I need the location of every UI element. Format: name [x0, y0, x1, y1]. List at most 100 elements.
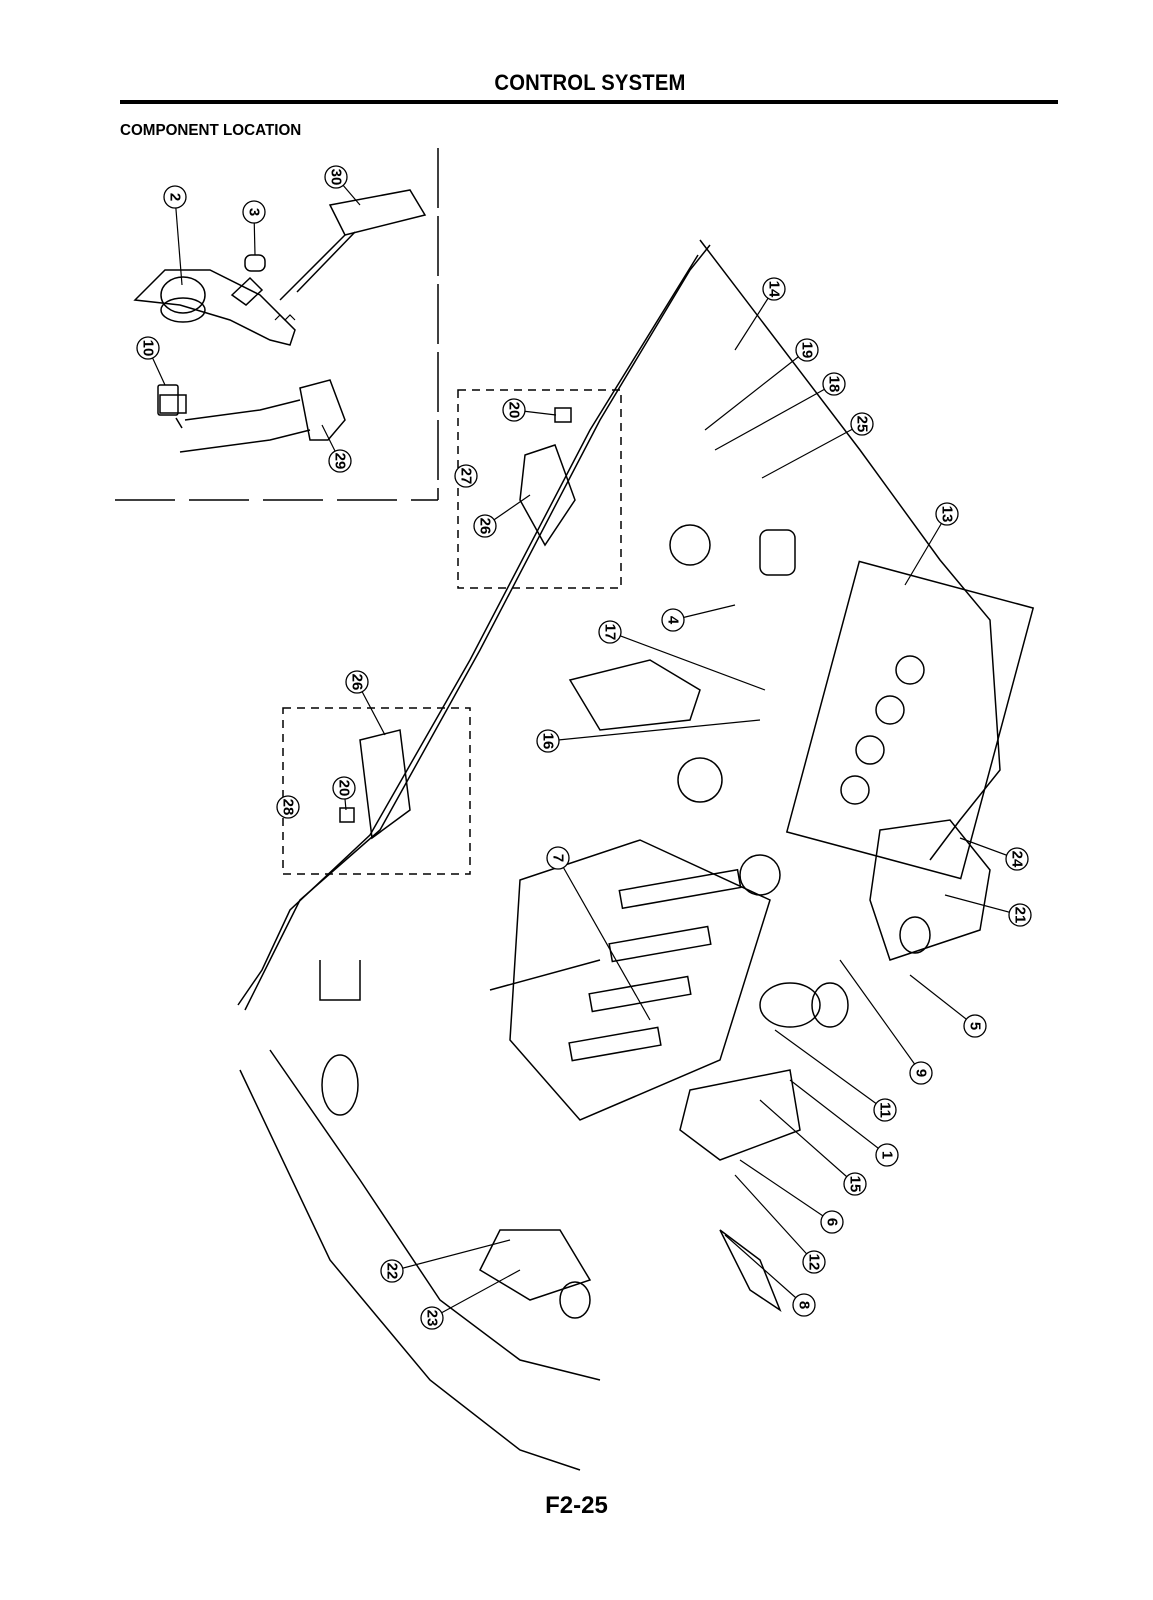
callout-6: 6	[739, 1159, 844, 1234]
callout-19: 19	[704, 338, 819, 431]
callout-10: 10	[136, 336, 166, 386]
callout-circle	[875, 1143, 899, 1167]
callout-number: 27	[458, 468, 475, 485]
callout-circle	[332, 776, 356, 800]
callout-29: 29	[321, 424, 352, 473]
callout-circle	[1005, 847, 1029, 871]
leader-line	[714, 383, 835, 451]
callout-number: 28	[280, 799, 297, 816]
callout-number: 20	[506, 402, 523, 419]
callout-circle	[935, 502, 959, 526]
callout-22: 22	[380, 1239, 511, 1283]
brake-pedal	[157, 379, 346, 453]
callout-number: 16	[540, 733, 557, 750]
callout-circle	[873, 1098, 897, 1122]
callout-23: 23	[420, 1269, 521, 1330]
callout-number: 25	[854, 416, 871, 433]
header-rule	[120, 100, 1058, 104]
leader-line	[774, 1029, 886, 1111]
callout-14: 14	[734, 277, 786, 351]
callout-circle	[820, 1210, 844, 1234]
callout-number: 8	[796, 1301, 813, 1309]
inset-28	[282, 707, 471, 875]
callout-number: 23	[424, 1310, 441, 1327]
callout-24: 24	[959, 837, 1029, 871]
callout-circle	[345, 670, 369, 694]
callout-number: 26	[349, 674, 366, 691]
callout-circle	[502, 398, 526, 422]
callout-number: 29	[332, 453, 349, 470]
callout-circle	[850, 412, 874, 436]
callout-30: 30	[324, 165, 361, 206]
callout-circle	[136, 336, 160, 360]
pedal-inset	[115, 148, 439, 501]
callout-number: 3	[246, 208, 263, 216]
leader-line	[909, 974, 976, 1027]
callout-circle	[242, 200, 266, 224]
callout-25: 25	[761, 412, 874, 479]
callout-12: 12	[734, 1174, 826, 1274]
callout-5: 5	[909, 974, 987, 1038]
callout-21: 21	[944, 894, 1032, 927]
callout-16: 16	[536, 719, 761, 753]
callout-3: 3	[242, 200, 266, 256]
callout-7: 7	[546, 846, 651, 1021]
callout-circle	[661, 608, 685, 632]
callout-20: 20	[332, 776, 356, 811]
callout-9: 9	[839, 959, 933, 1085]
callout-circle	[454, 464, 478, 488]
callout-number: 1	[879, 1151, 896, 1159]
callout-1: 1	[789, 1079, 899, 1167]
callout-circle	[324, 165, 348, 189]
callout-circle	[380, 1259, 404, 1283]
callout-number: 24	[1009, 851, 1026, 868]
callout-8: 8	[724, 1234, 816, 1317]
callout-circle	[843, 1172, 867, 1196]
callout-number: 22	[384, 1263, 401, 1280]
callout-11: 11	[774, 1029, 897, 1122]
accelerator-pedal	[133, 189, 427, 346]
callout-26: 26	[345, 670, 386, 736]
callout-circle	[163, 185, 187, 209]
callout-number: 11	[877, 1102, 894, 1118]
callout-number: 18	[826, 376, 843, 393]
leader-line	[704, 349, 808, 431]
callout-circle	[762, 277, 786, 301]
leader-line	[547, 719, 761, 742]
callout-circle	[598, 620, 622, 644]
leader-line	[734, 288, 775, 351]
leader-line	[839, 959, 922, 1074]
leader-line	[557, 857, 651, 1021]
leader-line	[739, 1159, 833, 1223]
callout-number: 30	[328, 169, 345, 186]
callout-number: 14	[766, 281, 783, 298]
leader-line	[174, 196, 183, 286]
callout-4: 4	[661, 604, 736, 632]
callout-circle	[909, 1061, 933, 1085]
callout-circle	[1008, 903, 1032, 927]
leader-line	[431, 1269, 521, 1319]
callout-number: 12	[806, 1254, 823, 1271]
callout-number: 6	[824, 1218, 841, 1226]
callout-number: 19	[799, 342, 816, 359]
leader-line	[789, 1079, 888, 1156]
callout-circle	[420, 1306, 444, 1330]
callout-number: 4	[665, 616, 682, 625]
callout-circle	[822, 372, 846, 396]
callout-number: 10	[140, 340, 157, 357]
callout-number: 5	[967, 1022, 984, 1030]
callout-number: 9	[913, 1069, 930, 1077]
callout-layer: 1234567891011121314151617181920202122232…	[136, 165, 1032, 1330]
page-number: F2-25	[545, 1492, 608, 1519]
callout-circle	[546, 846, 570, 870]
callout-13: 13	[904, 502, 959, 586]
callout-circle	[536, 729, 560, 753]
leader-line	[609, 631, 766, 691]
engine-bay	[237, 239, 1035, 1471]
callout-18: 18	[714, 372, 846, 451]
callout-number: 21	[1012, 907, 1029, 924]
callout-number: 13	[939, 506, 956, 523]
callout-circle	[276, 795, 300, 819]
leader-line	[759, 1099, 856, 1185]
